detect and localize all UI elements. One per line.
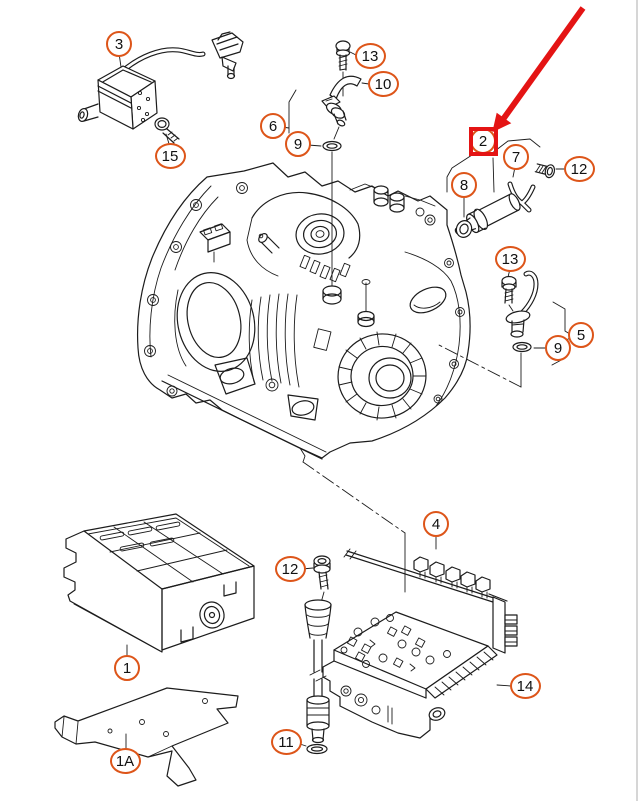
callout-9-right[interactable]: 9 (545, 335, 571, 361)
callout-label-5: 5 (576, 326, 586, 344)
bracket-1a-drawing (54, 687, 239, 787)
callout-13-right[interactable]: 13 (494, 246, 526, 272)
callout-1A[interactable]: 1A (109, 748, 141, 774)
control-unit-1-drawing (63, 513, 255, 657)
callout-14[interactable]: 14 (509, 673, 541, 699)
callout-label-2: 2 (478, 132, 488, 150)
solenoid-sensor-3-drawing (77, 31, 244, 130)
callout-15[interactable]: 15 (154, 143, 186, 169)
callout-label-11: 11 (278, 733, 294, 751)
callout-8[interactable]: 8 (451, 172, 477, 198)
highlight-box (469, 127, 498, 156)
callout-label-4: 4 (431, 515, 441, 533)
callout-10[interactable]: 10 (367, 71, 399, 97)
callout-12-bottom[interactable]: 12 (274, 556, 306, 582)
callout-label-10: 10 (374, 75, 392, 93)
callout-4[interactable]: 4 (423, 511, 449, 537)
callout-label-13-right: 13 (501, 250, 519, 268)
callout-5[interactable]: 5 (568, 322, 594, 348)
callout-13-top[interactable]: 13 (354, 43, 386, 69)
callout-label-1: 1 (122, 659, 132, 677)
callout-label-1A: 1A (115, 752, 135, 770)
callout-label-9-top: 9 (293, 135, 303, 153)
callout-label-14: 14 (516, 677, 534, 695)
sensor-5-group-drawing (436, 268, 574, 388)
callout-11[interactable]: 11 (270, 729, 302, 755)
sensor-6-group-drawing (281, 40, 370, 291)
callout-label-3: 3 (114, 35, 124, 53)
callout-label-8: 8 (459, 176, 469, 194)
callout-label-13-top: 13 (361, 47, 379, 65)
transmission-housing-drawing (137, 162, 471, 463)
callout-3[interactable]: 3 (106, 31, 132, 57)
callout-9-top[interactable]: 9 (285, 131, 311, 157)
callout-12-right[interactable]: 12 (563, 156, 595, 182)
callout-1[interactable]: 1 (114, 655, 140, 681)
callout-6[interactable]: 6 (260, 113, 286, 139)
callout-label-7: 7 (511, 148, 521, 166)
valve-body-14-group-drawing (302, 461, 518, 739)
callout-7[interactable]: 7 (503, 144, 529, 170)
callout-label-12-bottom: 12 (281, 560, 299, 578)
callout-label-6: 6 (268, 117, 278, 135)
callout-label-15: 15 (161, 147, 179, 165)
sensor-11-group-drawing (296, 555, 332, 755)
callout-label-12-right: 12 (570, 160, 588, 178)
callout-label-9-right: 9 (553, 339, 563, 357)
